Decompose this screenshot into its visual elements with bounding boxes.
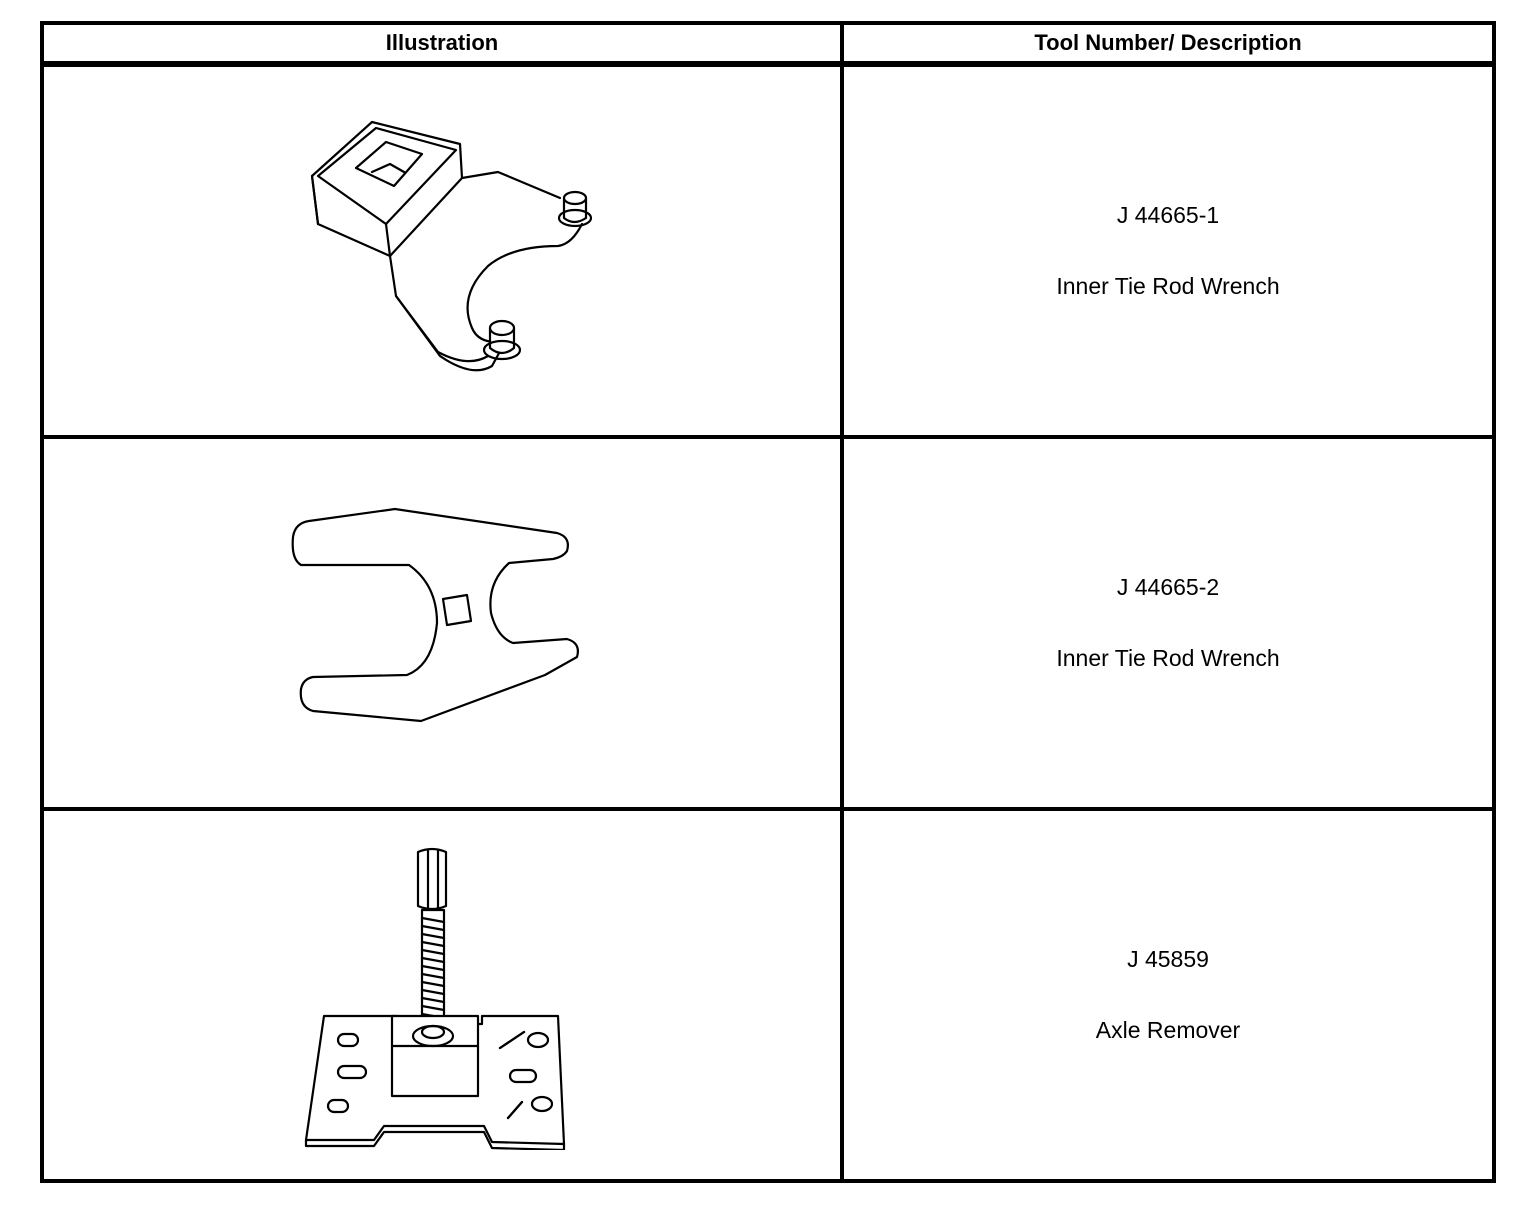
tool-number: J 44665-2 [1116,574,1220,600]
tool-number: J 44665-1 [1116,202,1220,228]
inner-tie-rod-wrench-2-icon [291,507,579,723]
illustration-cell [40,435,844,811]
tool-name: Inner Tie Rod Wrench [1056,273,1280,299]
description-cell: J 44665-1 Inner Tie Rod Wrench [840,62,1496,439]
illustration-cell [40,62,844,439]
description-cell: J 45859 Axle Remover [840,807,1496,1183]
tool-name: Axle Remover [1095,1017,1241,1043]
inner-tie-rod-wrench-1-icon [310,120,593,372]
header-illustration: Illustration [40,21,844,67]
table-row: J 44665-2 Inner Tie Rod Wrench [40,435,1496,811]
tool-name: Inner Tie Rod Wrench [1056,645,1280,671]
table-header-row: Illustration Tool Number/ Description [40,21,1496,67]
description-cell: J 44665-2 Inner Tie Rod Wrench [840,435,1496,811]
illustration-cell [40,807,844,1183]
tool-number: J 45859 [1127,946,1209,972]
table-row: J 44665-1 Inner Tie Rod Wrench [40,62,1496,439]
axle-remover-icon [304,847,566,1150]
header-tool-description: Tool Number/ Description [840,21,1496,67]
table-row: J 45859 Axle Remover [40,807,1496,1183]
tool-table: Illustration Tool Number/ Description [40,21,1496,1183]
